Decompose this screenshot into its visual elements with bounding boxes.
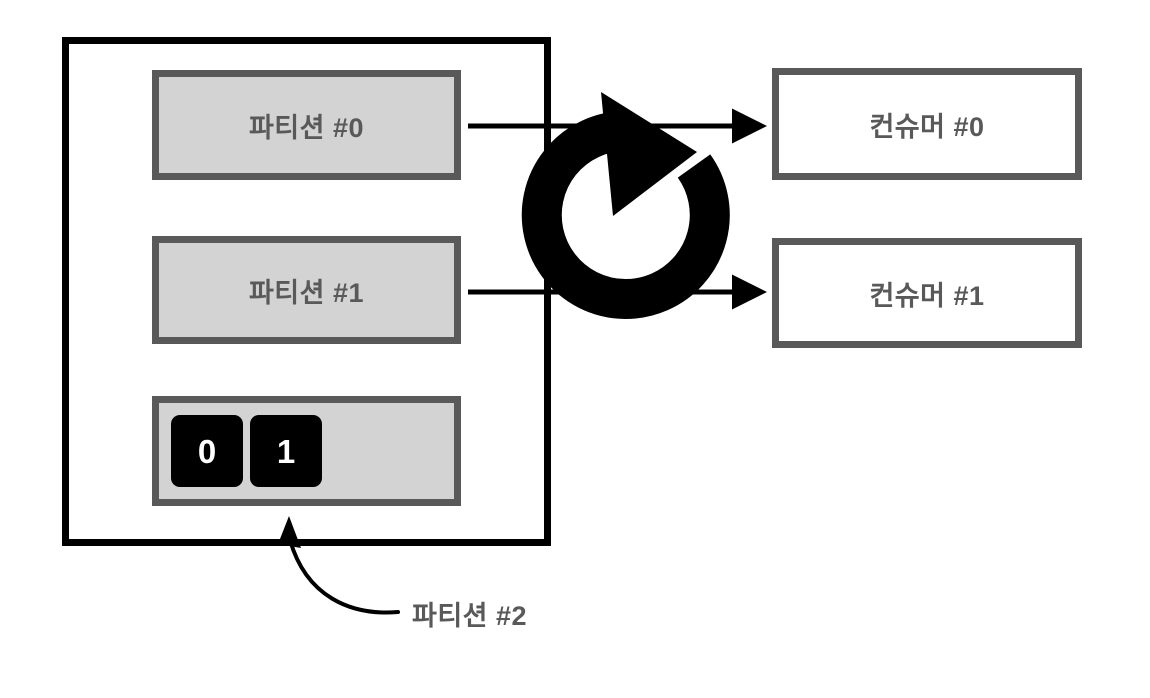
offset-badge-0[interactable]: 0: [171, 415, 243, 487]
offset-badge-row: 0 1: [171, 415, 322, 487]
consumer-label-1: 컨슈머 #1: [869, 280, 985, 311]
offset-badge-1[interactable]: 1: [250, 415, 322, 487]
consumer-box-0[interactable]: 컨슈머 #0: [772, 68, 1082, 180]
partition-label-0: 파티션 #0: [248, 112, 365, 143]
partition-box-2[interactable]: 0 1: [152, 396, 461, 506]
partition-box-1[interactable]: 파티션 #1: [152, 236, 461, 344]
partition-label-1: 파티션 #1: [248, 277, 365, 308]
consumer-box-1[interactable]: 컨슈머 #1: [772, 238, 1082, 348]
refresh-icon: [521, 92, 730, 319]
callout-label-partition-2: 파티션 #2: [412, 601, 528, 631]
consumer-label-0: 컨슈머 #0: [869, 111, 985, 142]
partition-box-0[interactable]: 파티션 #0: [152, 70, 461, 180]
